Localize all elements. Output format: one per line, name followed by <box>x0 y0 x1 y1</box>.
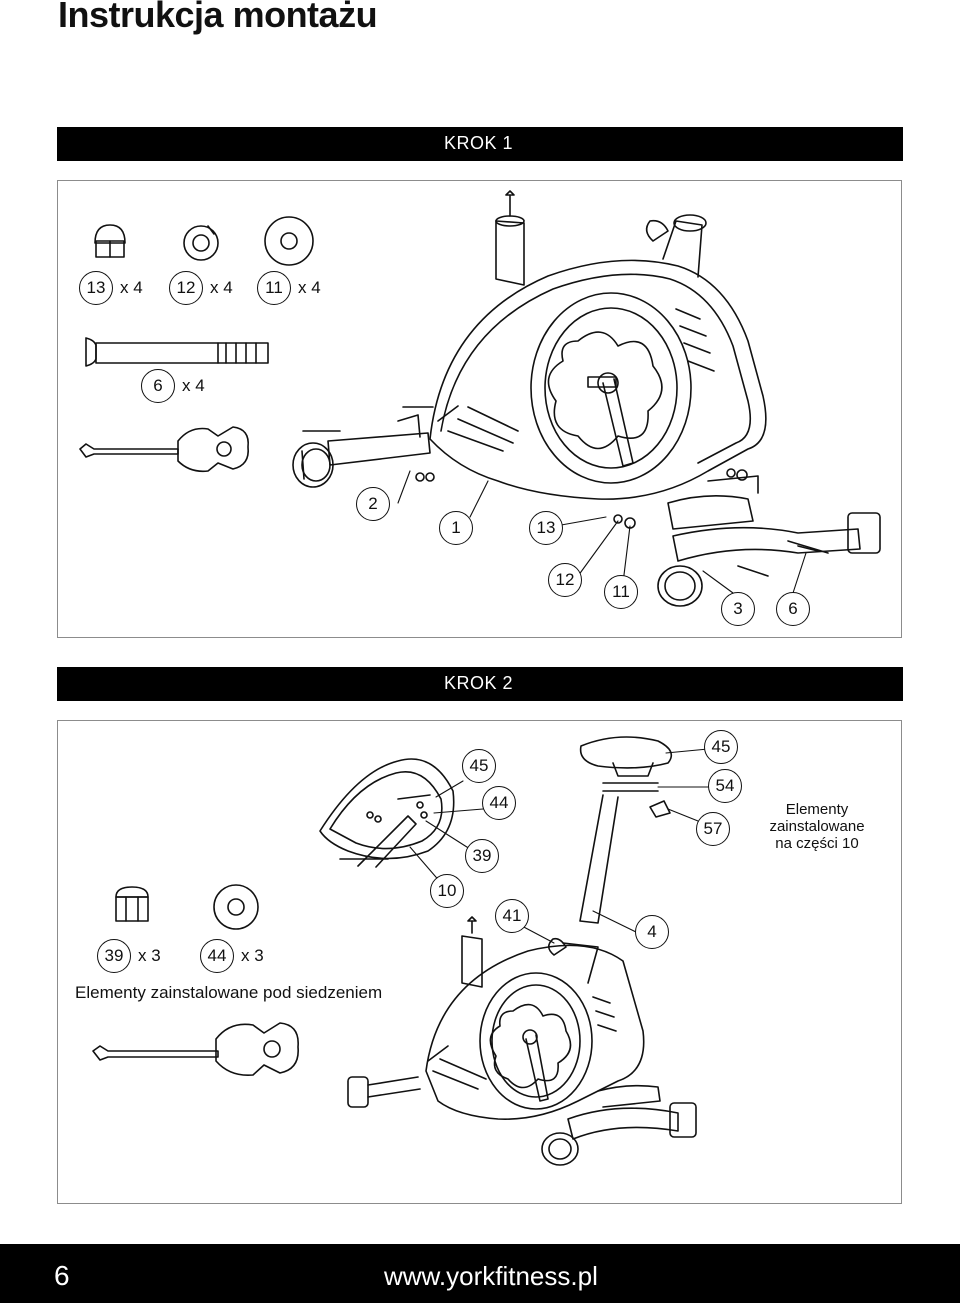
part-callout-41: 41 <box>495 899 529 933</box>
part-10-note-line-2: na części 10 <box>775 835 859 852</box>
part-quantity: x 3 <box>138 946 161 965</box>
exercise-bike-icon <box>429 190 767 500</box>
part-callout-57: 57 <box>696 812 730 846</box>
website-url: www.yorkfitness.pl <box>384 1261 598 1291</box>
part-quantity: x 4 <box>210 278 233 297</box>
bolt-icon <box>85 337 269 367</box>
hardware-cluster <box>415 468 748 529</box>
page-footer: 6 www.yorkfitness.pl <box>0 1244 960 1303</box>
part-callout-13: 13 <box>529 511 563 545</box>
flat-washer-icon <box>264 216 314 266</box>
step-1-panel: 13 x 4 12 x 4 11 x 4 6 x 4 2 1 13 12 11 … <box>57 180 902 638</box>
part-callout-39: 39 <box>465 839 499 873</box>
seat-icon <box>319 758 455 868</box>
part-callout-13: 13 <box>79 271 113 305</box>
part-quantity: x 4 <box>182 376 205 395</box>
part-callout-39: 39 <box>97 939 131 973</box>
step-1-header: KROK 1 <box>57 127 903 161</box>
part-10-note-line-1: Elementy zainstalowane <box>769 801 865 835</box>
flat-washer-icon <box>213 884 259 930</box>
part-quantity: x 4 <box>298 278 321 297</box>
part-callout-12: 12 <box>169 271 203 305</box>
step-1-heading: KROK 1 <box>443 133 513 153</box>
part-callout-44: 44 <box>200 939 234 973</box>
lock-nut-icon <box>115 886 149 922</box>
part-callout-11: 11 <box>604 575 638 609</box>
part-callout-2: 2 <box>356 487 390 521</box>
page-number: 6 <box>54 1260 70 1291</box>
part-quantity: x 4 <box>120 278 143 297</box>
part-callout-4: 4 <box>635 915 669 949</box>
part-callout-45: 45 <box>462 749 496 783</box>
exercise-bike-icon <box>347 916 697 1166</box>
seat-hardware-note: Elementy zainstalowane pod siedzeniem <box>75 983 383 1002</box>
part-callout-6: 6 <box>141 369 175 403</box>
rear-stabiliser-icon <box>657 475 881 607</box>
allen-key-wrench-icon <box>92 1022 299 1077</box>
part-callout-12: 12 <box>548 563 582 597</box>
step-2-heading: KROK 2 <box>443 673 513 693</box>
allen-key-wrench-icon <box>79 426 250 473</box>
part-callout-54: 54 <box>708 769 742 803</box>
part-quantity: x 3 <box>241 946 264 965</box>
part-callout-11: 11 <box>257 271 291 305</box>
part-callout-1: 1 <box>439 511 473 545</box>
part-callout-10: 10 <box>430 874 464 908</box>
part-callout-44: 44 <box>482 786 516 820</box>
seat-post-icon <box>579 736 673 924</box>
part-10-note: Elementy zainstalowane na części 10 <box>742 801 892 852</box>
cap-nut-icon <box>94 224 126 258</box>
part-callout-3: 3 <box>721 592 755 626</box>
front-stabiliser-icon <box>292 406 434 488</box>
split-washer-icon <box>183 225 219 261</box>
page-title: Instrukcja montażu <box>58 0 378 35</box>
part-callout-6: 6 <box>776 592 810 626</box>
step-2-header: KROK 2 <box>57 667 903 701</box>
part-callout-45: 45 <box>704 730 738 764</box>
step-2-panel: 39 x 3 44 x 3 Elementy zainstalowane pod… <box>57 720 902 1204</box>
